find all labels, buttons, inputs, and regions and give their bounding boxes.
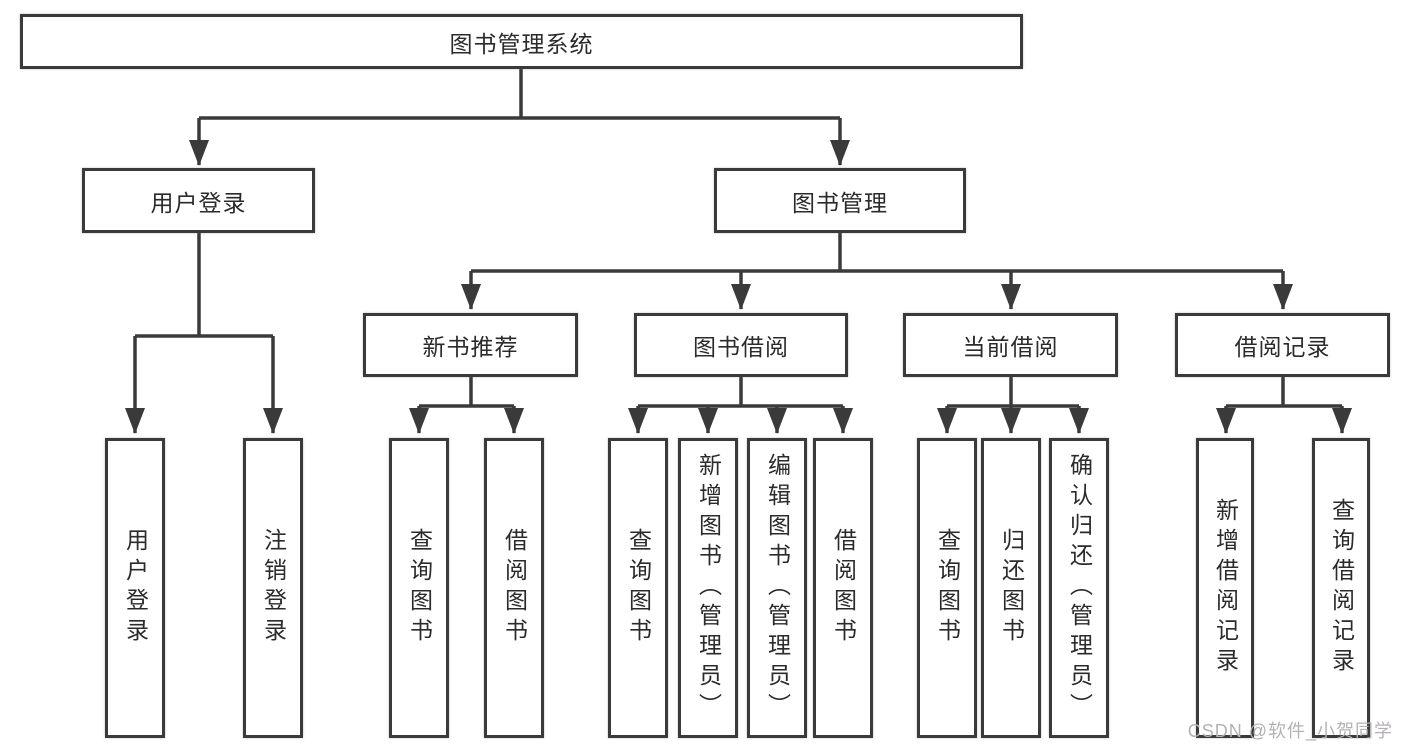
node-user-login: 用户登录 (82, 168, 315, 233)
node-new-book-recommend: 新书推荐 (363, 313, 578, 377)
node-borrow-records: 借阅记录 (1175, 313, 1390, 377)
root-node-library-system: 图书管理系统 (20, 14, 1023, 69)
leaf-borrow-edit-books-admin: 编辑图书（管理员） (747, 438, 807, 738)
leaf-borrow-borrow-books: 借阅图书 (813, 438, 873, 738)
leaf-borrow-add-books-admin: 新增图书（管理员） (678, 438, 738, 738)
leaf-recommend-query-books: 查询图书 (389, 438, 449, 738)
csdn-watermark: CSDN @软件_小贺同学 (1187, 721, 1393, 741)
leaf-recommend-borrow-books: 借阅图书 (484, 438, 544, 738)
node-current-borrow: 当前借阅 (903, 313, 1118, 377)
leaf-borrow-query-books: 查询图书 (608, 438, 668, 738)
node-book-borrow: 图书借阅 (634, 313, 848, 377)
leaf-records-add-record: 新增借阅记录 (1196, 438, 1254, 738)
leaf-records-query-record: 查询借阅记录 (1312, 438, 1370, 738)
leaf-current-query-books: 查询图书 (917, 438, 977, 738)
leaf-current-confirm-return-admin: 确认归还（管理员） (1049, 438, 1109, 738)
leaf-logout: 注销登录 (243, 438, 303, 738)
leaf-current-return-books: 归还图书 (981, 438, 1041, 738)
node-book-management: 图书管理 (714, 168, 966, 233)
leaf-user-login: 用户登录 (105, 438, 165, 738)
